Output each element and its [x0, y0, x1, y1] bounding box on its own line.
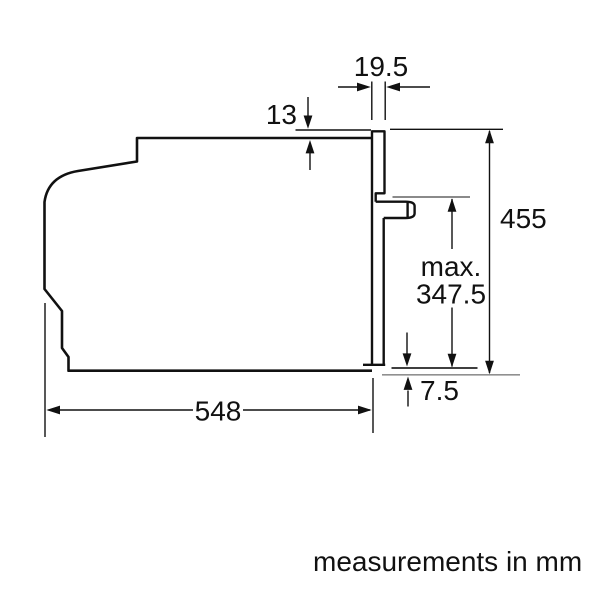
- dim-7-5-arrow-up: [403, 376, 413, 390]
- oven-body-outline: [43, 136, 373, 372]
- dim-347-label-prefix: max.: [421, 251, 482, 282]
- dim-13-arrow-up: [305, 140, 315, 154]
- dim-frame-top-protrusion: 13: [266, 97, 315, 170]
- dim-13-label: 13: [266, 99, 297, 130]
- dim-455-label: 455: [500, 203, 547, 234]
- door-handle: [375, 200, 416, 220]
- dim-347-arrow-bottom: [447, 353, 457, 368]
- dim-7-5-label: 7.5: [420, 375, 459, 406]
- dim-19-5-label: 19.5: [354, 51, 409, 82]
- units-note: measurements in mm: [313, 546, 582, 577]
- dim-347-label-value: 347.5: [416, 279, 486, 310]
- dim-548-arrow-right: [358, 405, 372, 415]
- dim-548-arrow-left: [46, 405, 60, 415]
- dim-appliance-height: 455: [485, 129, 547, 375]
- dim-455-arrow-bottom: [485, 360, 494, 375]
- dim-max-front-height: max. 347.5: [416, 198, 486, 368]
- dim-548-label: 548: [195, 396, 242, 427]
- dim-appliance-depth: 548: [44, 303, 374, 437]
- dim-347-arrow-top: [447, 198, 457, 212]
- oven-door-panel: [363, 130, 386, 366]
- dim-7-5-arrow-down: [402, 353, 412, 367]
- dim-front-frame-thickness: 19.5: [338, 51, 430, 120]
- dim-19-5-arrow-right: [386, 82, 400, 92]
- dim-19-5-arrow-left: [357, 82, 371, 92]
- dim-13-arrow-down: [303, 115, 313, 129]
- dim-bottom-gap: 7.5: [402, 332, 459, 407]
- dim-455-arrow-top: [485, 129, 494, 144]
